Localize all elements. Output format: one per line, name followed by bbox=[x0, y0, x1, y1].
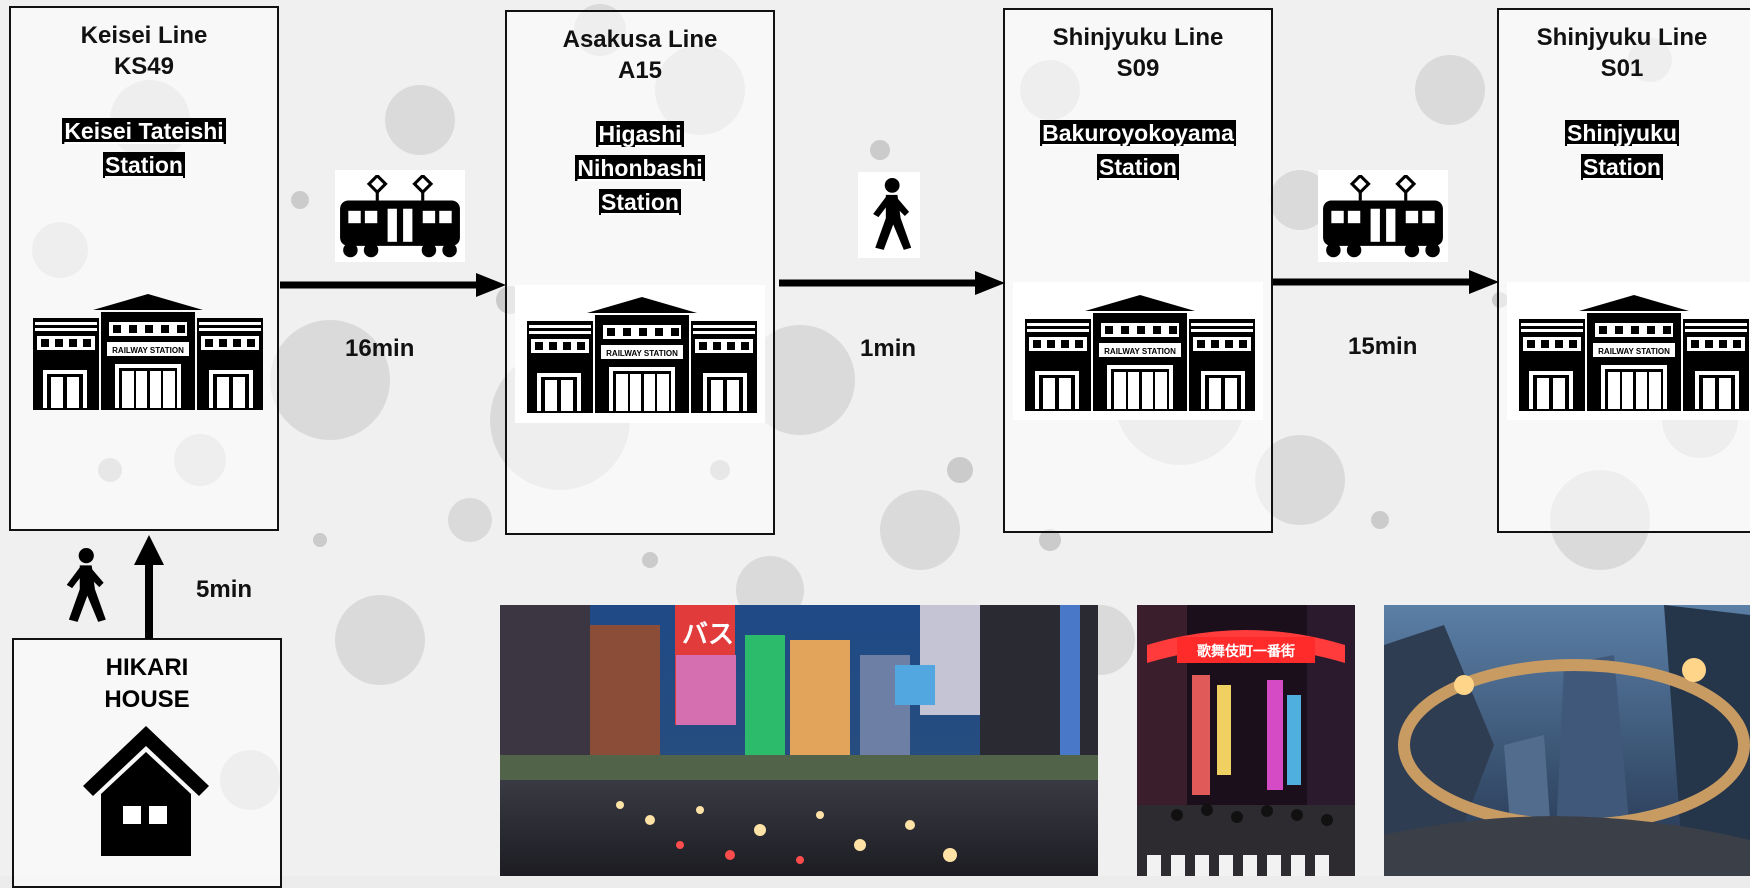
station-name: Keisei Tateishi bbox=[62, 118, 226, 144]
route-arrow bbox=[280, 273, 506, 297]
station-name: Station bbox=[103, 152, 185, 178]
line-name: Keisei Line bbox=[80, 22, 208, 49]
railway-station-icon bbox=[1025, 293, 1255, 413]
station-card-bakuroyokoyama: Shinjyuku Line S09 Bakuroyokoyama Statio… bbox=[1003, 8, 1273, 533]
travel-duration: 15min bbox=[1348, 333, 1418, 360]
home-card-hikari-house: HIKARI HOUSE bbox=[12, 638, 282, 888]
travel-duration: 16min bbox=[345, 335, 415, 362]
station-name: Station bbox=[599, 189, 681, 215]
home-label: HOUSE bbox=[104, 686, 190, 713]
walking-person-icon bbox=[862, 178, 916, 252]
railway-station-icon bbox=[33, 292, 263, 412]
line-name: Asakusa Line bbox=[562, 26, 718, 53]
railway-station-icon bbox=[1519, 293, 1749, 413]
walk-duration: 5min bbox=[196, 576, 253, 603]
station-code: KS49 bbox=[113, 53, 175, 80]
station-card-higashi-nihonbashi: Asakusa Line A15 Higashi Nihonbashi Stat… bbox=[505, 10, 775, 535]
station-name: Bakuroyokoyama bbox=[1040, 120, 1236, 146]
sign-text: 歌舞伎町一番街 bbox=[1197, 643, 1295, 660]
house-icon bbox=[83, 726, 209, 856]
route-arrow-up bbox=[134, 535, 164, 639]
railway-station-icon bbox=[527, 295, 757, 415]
station-code: S09 bbox=[1116, 55, 1160, 82]
train-icon bbox=[1321, 175, 1445, 259]
station-code: A15 bbox=[617, 57, 663, 84]
shinjuku-street-night-photo: バス bbox=[500, 605, 1098, 876]
station-name: Station bbox=[1581, 154, 1663, 180]
line-name: Shinjyuku Line bbox=[1536, 24, 1708, 51]
line-name: Shinjyuku Line bbox=[1052, 24, 1224, 51]
walking-person-icon bbox=[55, 548, 111, 624]
kabukicho-gate-photo: 歌舞伎町一番街 bbox=[1137, 605, 1355, 876]
station-card-shinjyuku: Shinjyuku Line S01 Shinjyuku Station bbox=[1497, 8, 1750, 533]
station-card-keisei-tateishi: Keisei Line KS49 Keisei Tateishi Station bbox=[9, 6, 279, 531]
travel-duration: 1min bbox=[860, 335, 917, 362]
route-arrow bbox=[1273, 270, 1499, 294]
station-name: Shinjyuku bbox=[1565, 120, 1679, 146]
shinjuku-skyscrapers-photo bbox=[1384, 605, 1750, 876]
station-name: Higashi bbox=[596, 121, 684, 147]
train-icon bbox=[338, 175, 462, 259]
station-name: Station bbox=[1097, 154, 1179, 180]
sign-text: バス bbox=[682, 620, 734, 650]
station-name: Nihonbashi bbox=[575, 155, 705, 181]
route-arrow bbox=[779, 271, 1005, 295]
station-code: S01 bbox=[1600, 55, 1644, 82]
home-label: HIKARI bbox=[105, 654, 189, 681]
